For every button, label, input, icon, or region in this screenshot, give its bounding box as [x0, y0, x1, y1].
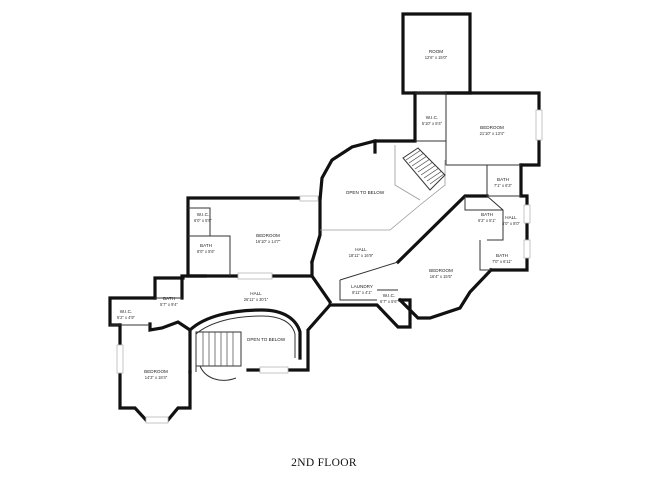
bath-sw-name: BATH — [163, 296, 175, 301]
open-below-upper-label: OPEN TO BELOW — [346, 190, 385, 195]
wic-ne-name: W.I.C. — [426, 115, 439, 120]
open-below-lower-label: OPEN TO BELOW — [247, 337, 286, 342]
wic-sw-name: W.I.C. — [120, 309, 133, 314]
interior-walls — [110, 92, 521, 326]
bedroom-e-dims: 16'4" x 15'6" — [430, 274, 453, 279]
bath-w-dims: 8'0" x 5'6" — [197, 249, 215, 254]
hall-sw-name: HALL — [250, 291, 262, 296]
laundry-name: LAUNDRY — [351, 284, 373, 289]
bedroom-w-dims: 16'10" x 14'7" — [256, 239, 281, 244]
bedroom-e-name: BEDROOM — [429, 268, 453, 273]
wic-ne-dims: 5'10" x 8'4" — [422, 121, 443, 126]
hall-central-name: HALL — [355, 247, 367, 252]
room-labels: ROOM 12'6" x 15'0" BEDROOM 21'10" x 13'4… — [117, 49, 520, 380]
hall-central-dims: 18'11" x 16'9" — [349, 253, 374, 258]
bath-ne-name: BATH — [497, 177, 509, 182]
windows — [116, 109, 543, 424]
wic-se-dims: 6'7" x 5'6" — [380, 299, 398, 304]
wic-se-name: W.I.C. — [383, 293, 396, 298]
bath-e-dims: 6'2" x 5'1" — [478, 218, 496, 223]
wic-sw-dims: 5'2" x 4'9" — [117, 315, 135, 320]
bath-ne-dims: 7'1" x 6'3" — [494, 183, 512, 188]
hall-e-name: HALL — [505, 215, 517, 220]
wic-w-name: W.I.C. — [197, 212, 210, 217]
stairs-upper — [402, 147, 446, 191]
room-name: ROOM — [429, 49, 443, 54]
bedroom-w-name: BEDROOM — [256, 233, 280, 238]
hall-e-dims: 4'0" x 8'0" — [502, 221, 520, 226]
laundry-dims: 8'11" x 4'1" — [352, 290, 372, 295]
floor-title: 2ND FLOOR — [291, 457, 357, 469]
bedroom-ne-name: BEDROOM — [480, 125, 504, 130]
bedroom-ne-dims: 21'10" x 13'4" — [480, 131, 505, 136]
wic-w-dims: 6'0" x 5'9" — [194, 218, 212, 223]
bath-sw-dims: 5'7" x 9'4" — [160, 302, 178, 307]
room-dims: 12'6" x 15'0" — [425, 55, 448, 60]
bath-w-name: BATH — [200, 243, 212, 248]
exterior-walls — [108, 12, 541, 422]
stairs-lower — [195, 331, 242, 381]
bath-se-dims: 7'0" x 6'11" — [492, 259, 512, 264]
bath-e-name: BATH — [481, 212, 493, 217]
bath-se-name: BATH — [496, 253, 508, 258]
railing-curve — [188, 308, 302, 374]
bedroom-sw-name: BEDROOM — [144, 369, 168, 374]
bedroom-sw-dims: 14'3" x 18'4" — [145, 375, 168, 380]
hall-sw-dims: 26'11" x 30'1" — [244, 297, 269, 302]
